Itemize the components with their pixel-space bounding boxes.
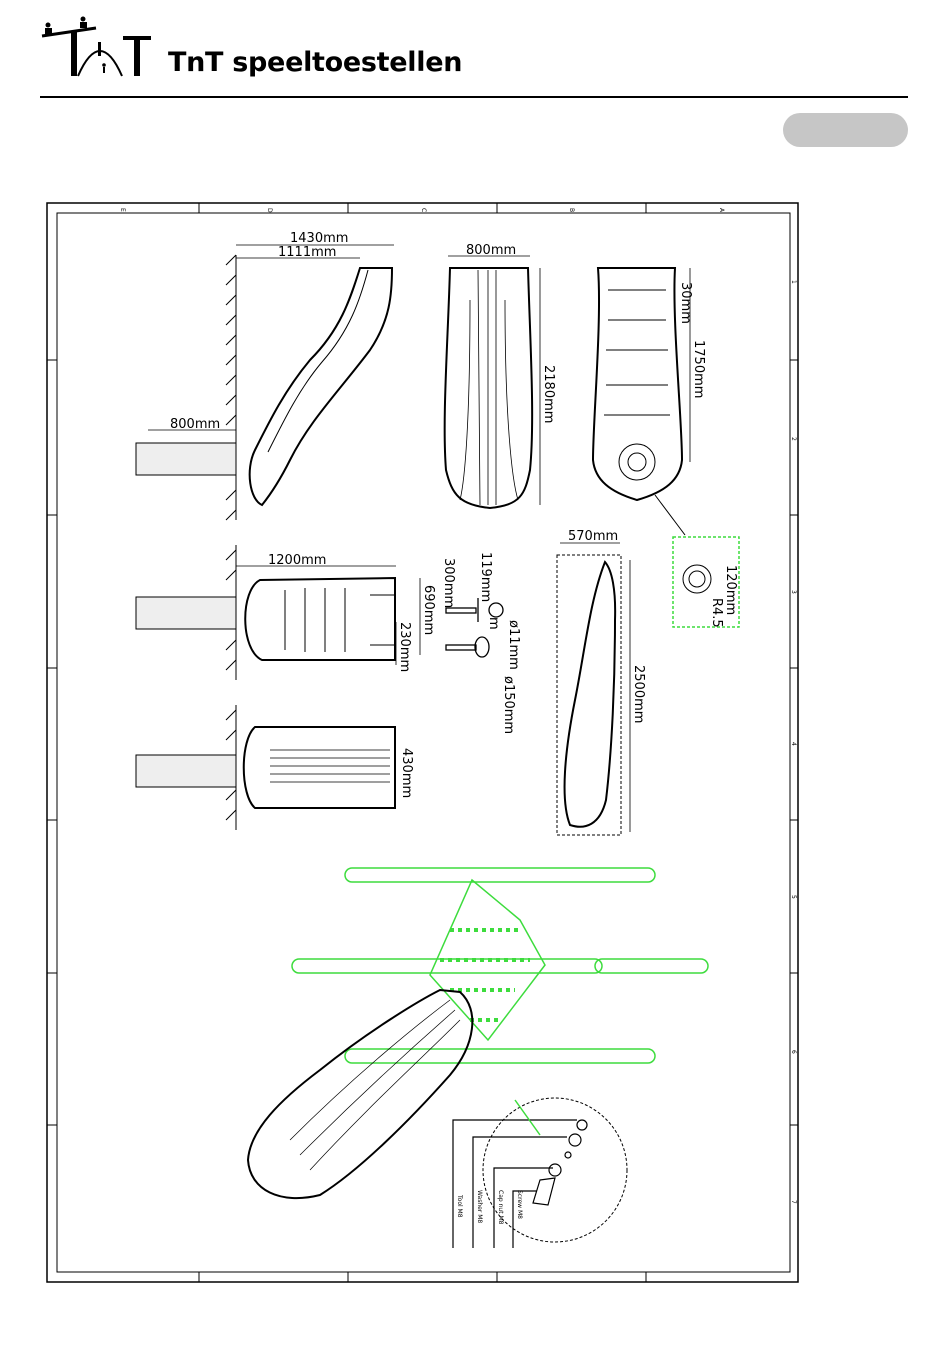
callout-label: Washer M8 [476,1190,483,1223]
plan-view-2-slide [242,726,396,809]
envelope-box [556,554,622,836]
callout-label: Tool M8 [456,1194,463,1218]
outer-frame [46,202,799,1283]
column-labels: E D C B A [119,208,725,213]
top-view-slide [591,267,684,502]
row-label: 2 [790,437,797,441]
col-label: E [119,208,126,212]
dim-label: 800mm [170,417,220,432]
callout-label: Cap nut M8 [497,1190,504,1225]
dim-label: ø11mm [506,620,521,670]
grid-ticks [47,203,798,1282]
row-label: 7 [790,1200,797,1204]
dim-label: 800mm [466,243,516,258]
inner-frame [56,212,791,1273]
dim-label: 2180mm [541,365,556,423]
row-label: 6 [790,1050,797,1054]
dim-label: 2500mm [631,665,646,723]
seesaw-icon [41,26,97,38]
header-divider [40,96,908,98]
row-label: 5 [790,895,797,899]
callout-leaders [452,1119,588,1248]
col-label: D [266,208,273,213]
side-view-slide [248,267,394,507]
dim-label: 1111mm [278,245,336,260]
callout-circle [482,1097,628,1243]
row-label: 1 [790,280,797,284]
brand-name: TnT speeltoestellen [168,47,463,78]
col-label: C [420,208,427,212]
dim-label: 1430mm [290,231,348,246]
play-structure [291,867,709,1064]
dim-label: 430mm [399,748,414,798]
side-view-inner [267,269,369,453]
dim-label: m [486,617,501,630]
dim-label: 1200mm [268,553,326,568]
dim-label: 30mm [678,282,693,324]
dim-label: ø150mm [501,676,516,734]
hole-detail-box [672,536,740,628]
perspective-slide [246,988,474,1200]
row-labels: 1 2 3 4 5 6 7 [790,280,797,1204]
footings [135,442,237,788]
dim-label: R4.5 [709,598,724,628]
tnt-logo [41,16,151,77]
callout-label: Screw M8 [516,1190,523,1219]
detail-arrow [654,494,686,536]
plan-view-slide [244,576,396,661]
dim-label: 570mm [568,529,618,544]
walls [225,254,237,830]
dim-label: 690mm [421,585,436,635]
row-label: 4 [790,742,797,746]
bolt-detail [445,598,504,658]
dim-label: 1750mm [691,340,706,398]
col-label: A [718,208,725,213]
dim-label: 119mm [478,552,493,602]
front-view-slide [443,267,534,510]
row-label: 3 [790,590,797,594]
dim-label: 120mm [723,565,738,615]
dim-label: 230mm [397,622,412,672]
dim-label: 300mm [441,558,456,608]
col-label: B [568,208,575,212]
page-tab-badge [783,113,908,147]
